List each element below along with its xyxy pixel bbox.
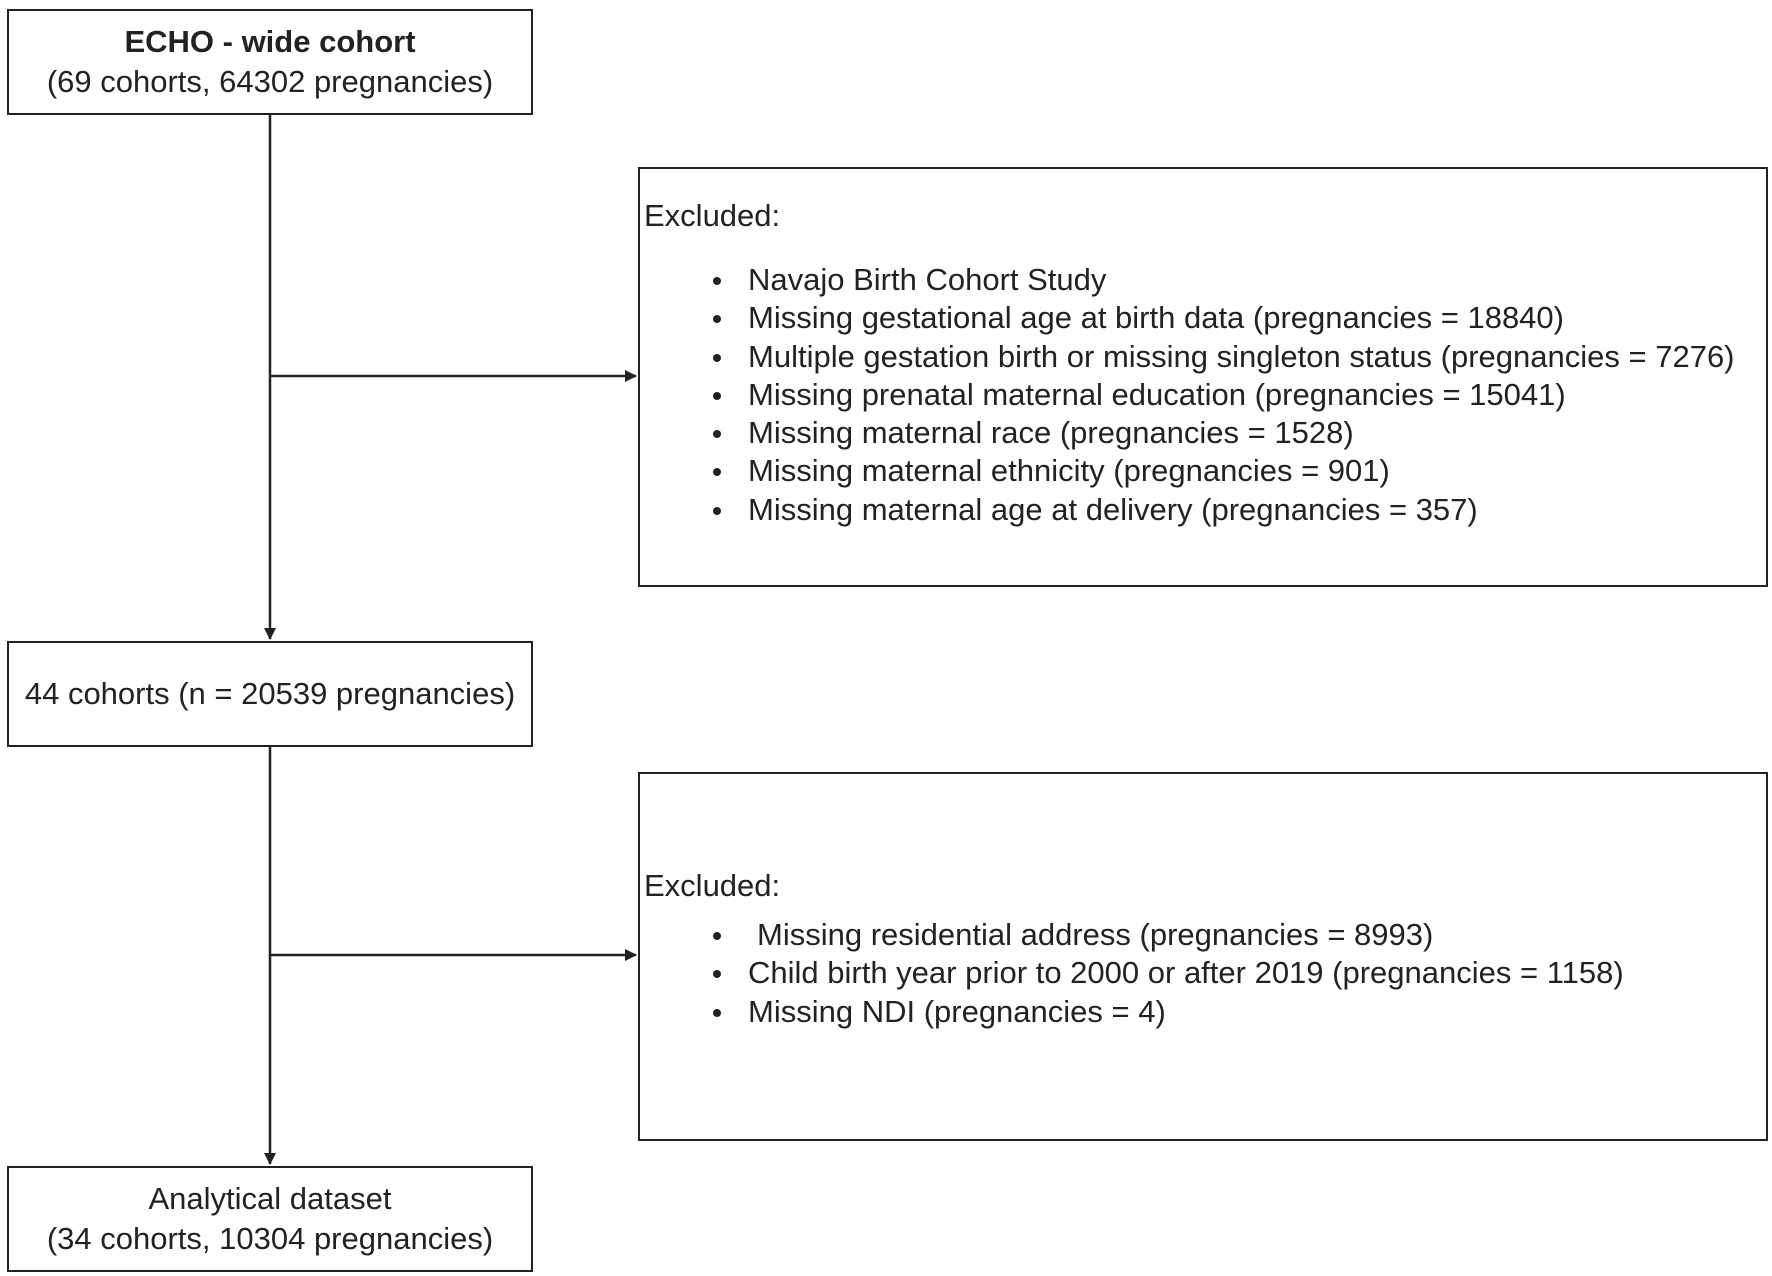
intermediate-cohort-text: 44 cohorts (n = 20539 pregnancies) [24, 676, 516, 711]
bullet-icon [713, 353, 721, 362]
exclusion-heading: Excluded: [644, 868, 781, 903]
start-cohort-subtitle: (69 cohorts, 64302 pregnancies) [46, 64, 494, 99]
exclusion-item: Navajo Birth Cohort Study [640, 261, 1735, 299]
exclusion-list: Missing residential address (pregnancies… [640, 916, 1624, 1031]
exclusion-item: Missing residential address (pregnancies… [640, 916, 1624, 954]
exclusion-item: Missing maternal race (pregnancies = 152… [640, 414, 1735, 452]
exclusion-item: Child birth year prior to 2000 or after … [640, 954, 1624, 992]
bullet-icon [713, 277, 721, 285]
exclusion-list: Navajo Birth Cohort Study Missing gestat… [640, 261, 1735, 529]
bullet-icon [713, 430, 721, 439]
bullet-icon [713, 1008, 721, 1017]
exclusion-box-1: Excluded: Navajo Birth Cohort Study Miss… [638, 167, 1768, 587]
bullet-icon [713, 315, 721, 324]
bullet-icon [713, 932, 721, 940]
exclusion-heading: Excluded: [644, 198, 781, 233]
exclusion-item: Missing prenatal maternal education (pre… [640, 376, 1735, 414]
exclusion-box-2: Excluded: Missing residential address (p… [638, 772, 1768, 1141]
exclusion-item: Missing maternal ethnicity (pregnancies … [640, 452, 1735, 490]
final-dataset-subtitle: (34 cohorts, 10304 pregnancies) [46, 1221, 494, 1256]
final-dataset-title: Analytical dataset [148, 1181, 392, 1216]
start-cohort-title: ECHO - wide cohort [124, 24, 416, 59]
bullet-icon [713, 391, 721, 400]
bullet-icon [713, 468, 721, 477]
exclusion-item: Multiple gestation birth or missing sing… [640, 338, 1735, 376]
intermediate-cohort-box: 44 cohorts (n = 20539 pregnancies) [7, 641, 533, 747]
exclusion-item: Missing maternal age at delivery (pregna… [640, 491, 1735, 529]
exclusion-item: Missing gestational age at birth data (p… [640, 299, 1735, 337]
bullet-icon [713, 970, 721, 979]
bullet-icon [713, 506, 721, 515]
start-cohort-box: ECHO - wide cohort (69 cohorts, 64302 pr… [7, 9, 533, 115]
exclusion-item: Missing NDI (pregnancies = 4) [640, 993, 1624, 1031]
final-dataset-box: Analytical dataset (34 cohorts, 10304 pr… [7, 1166, 533, 1272]
